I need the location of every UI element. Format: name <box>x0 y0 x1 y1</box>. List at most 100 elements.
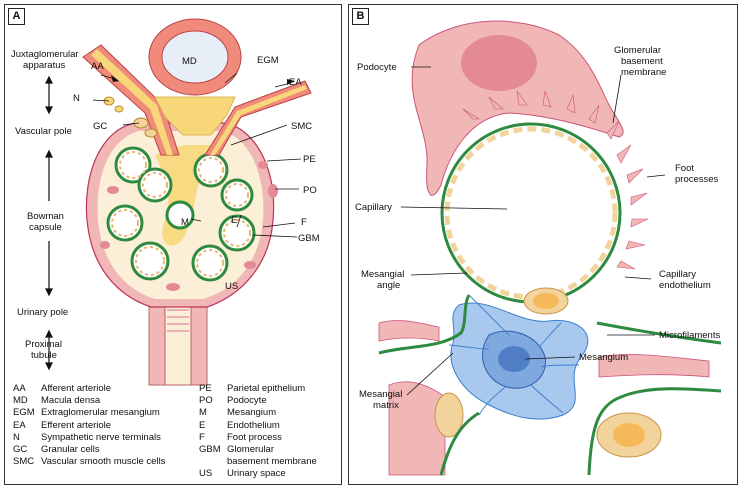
legend-left-abbr: AA <box>13 383 26 394</box>
legend-left-row: EGM Extraglomerular mesangium <box>13 407 165 419</box>
panel-a-letter: A <box>8 8 25 25</box>
microfilaments <box>448 294 580 416</box>
legend-right-text: Urinary space <box>227 468 286 480</box>
callout-md: MD <box>182 56 197 67</box>
label-cap-endo-2: endothelium <box>659 280 711 291</box>
legend-right-abbr: PO <box>199 395 213 407</box>
legend-right-row: GBM Glomerular <box>199 444 317 456</box>
legend-right-text: Endothelium <box>227 419 280 431</box>
legend-right-row: basement membrane <box>199 456 317 468</box>
callout-egm: EGM <box>257 55 279 66</box>
lower-cells <box>434 392 662 458</box>
podocyte-cells <box>100 161 278 291</box>
label-mesangial-angle-1: Mesangial <box>361 269 404 280</box>
juxtaglomerular-label-2: apparatus <box>23 60 66 71</box>
label-mesangial-angle-2: angle <box>377 280 400 291</box>
proximal-label-1: Proximal <box>25 339 62 350</box>
proximal-tubule <box>148 304 208 386</box>
callout-gbm: GBM <box>298 233 320 244</box>
nerve-terminals <box>103 96 124 113</box>
juxtaglomerular-label-1: Juxtaglomerular <box>11 49 79 60</box>
legend-left-text: Sympathetic nerve terminals <box>41 431 161 443</box>
mesangial-nucleus <box>498 346 530 372</box>
callout-ea: EA <box>289 77 302 88</box>
legend-right-abbr <box>199 456 227 468</box>
lower-podocytes <box>378 320 710 476</box>
callout-e: E <box>231 215 237 226</box>
endothelial-nucleus-inner <box>533 293 559 309</box>
legend-right-text: Glomerular <box>227 444 274 456</box>
legend-right-text: Parietal epithelium <box>227 383 306 394</box>
bowman-label-1: Bowman <box>27 211 64 222</box>
legend-left-row: MD Macula densa <box>13 395 165 407</box>
extraglomerular-mesangium <box>154 96 236 136</box>
panel-b: B <box>348 4 738 485</box>
legend-right-text: basement membrane <box>227 456 317 468</box>
legend-left-text: Granular cells <box>41 444 100 456</box>
ea-arrow <box>287 79 295 85</box>
label-foot-2: processes <box>675 174 719 185</box>
legend-right-text: Mesangium <box>227 407 277 419</box>
callout-gc: GC <box>93 121 107 132</box>
capillary-endothelium <box>444 126 618 300</box>
label-gbm-1: Glomerular <box>614 45 661 56</box>
legend-right-row: PO Podocyte <box>199 395 317 407</box>
panel-b-letter: B <box>352 8 369 25</box>
label-podocyte: Podocyte <box>357 62 397 73</box>
afferent-arteriole <box>82 44 180 156</box>
capillary-endothelium-dots <box>111 151 251 277</box>
callout-us: US <box>225 281 238 292</box>
efferent-arteriole <box>204 80 312 156</box>
callout-n: N <box>73 93 80 104</box>
label-gbm-2: basement <box>621 56 663 67</box>
legend-left-abbr: SMC <box>13 456 35 468</box>
label-cap-endo-1: Capillary <box>659 269 696 280</box>
legend-left-abbr: MD <box>13 395 28 407</box>
legend-left-row: EA Efferent arteriole <box>13 420 165 432</box>
callout-m: M <box>181 217 189 228</box>
legend-left-text: Macula densa <box>41 395 101 407</box>
legend-left-text: Extraglomerular mesangium <box>41 407 160 419</box>
legend-left-abbr: N <box>13 431 20 443</box>
legend-left-row: N Sympathetic nerve terminals <box>13 432 165 444</box>
granular-cells <box>133 117 158 138</box>
bowman-label-2: capsule <box>29 222 62 233</box>
legend-left-abbr: EGM <box>13 407 35 419</box>
capillary-mesangium-diagram: Podocyte Glomerular basement membrane Fo… <box>355 20 722 476</box>
leader-lines-b <box>400 66 666 396</box>
legend-right-abbr: E <box>199 419 206 431</box>
glomerulus-diagram: Juxtaglomerular apparatus Vascular pole … <box>11 18 320 386</box>
legend-right-abbr: PE <box>199 383 212 394</box>
legend-left-row: GC Granular cells <box>13 444 165 456</box>
label-mesangium: Mesangium <box>579 352 628 363</box>
legend-right-row: E Endothelium <box>199 420 317 432</box>
legend-left-text: Efferent arteriole <box>41 419 112 431</box>
legend-left-abbr: EA <box>13 419 26 431</box>
panel-a: A <box>4 4 342 485</box>
macula-densa <box>148 18 242 96</box>
callout-aa: AA <box>91 61 104 72</box>
callout-pe: PE <box>303 154 316 165</box>
legend-right-row: PE Parietal epithelium <box>199 383 317 395</box>
vascular-pole-label: Vascular pole <box>15 126 72 137</box>
callout-po: PO <box>303 185 317 196</box>
label-mesangial-matrix-2: matrix <box>373 400 399 411</box>
label-capillary: Capillary <box>355 202 392 213</box>
legend-left-abbr: GC <box>13 444 28 456</box>
label-foot-1: Foot <box>675 163 694 174</box>
podocyte-nucleus <box>461 35 537 91</box>
legend-right-abbr: M <box>199 407 207 419</box>
legend-right-text: Foot process <box>227 431 282 443</box>
urinary-pole-label: Urinary pole <box>17 307 68 318</box>
proximal-label-2: tubule <box>31 350 57 361</box>
legend-right-text: Podocyte <box>227 395 267 407</box>
legend-right-abbr: GBM <box>199 444 221 456</box>
legend-right-row: M Mesangium <box>199 407 317 419</box>
callout-smc: SMC <box>291 121 312 132</box>
label-microfilaments: Microfilaments <box>659 330 720 341</box>
